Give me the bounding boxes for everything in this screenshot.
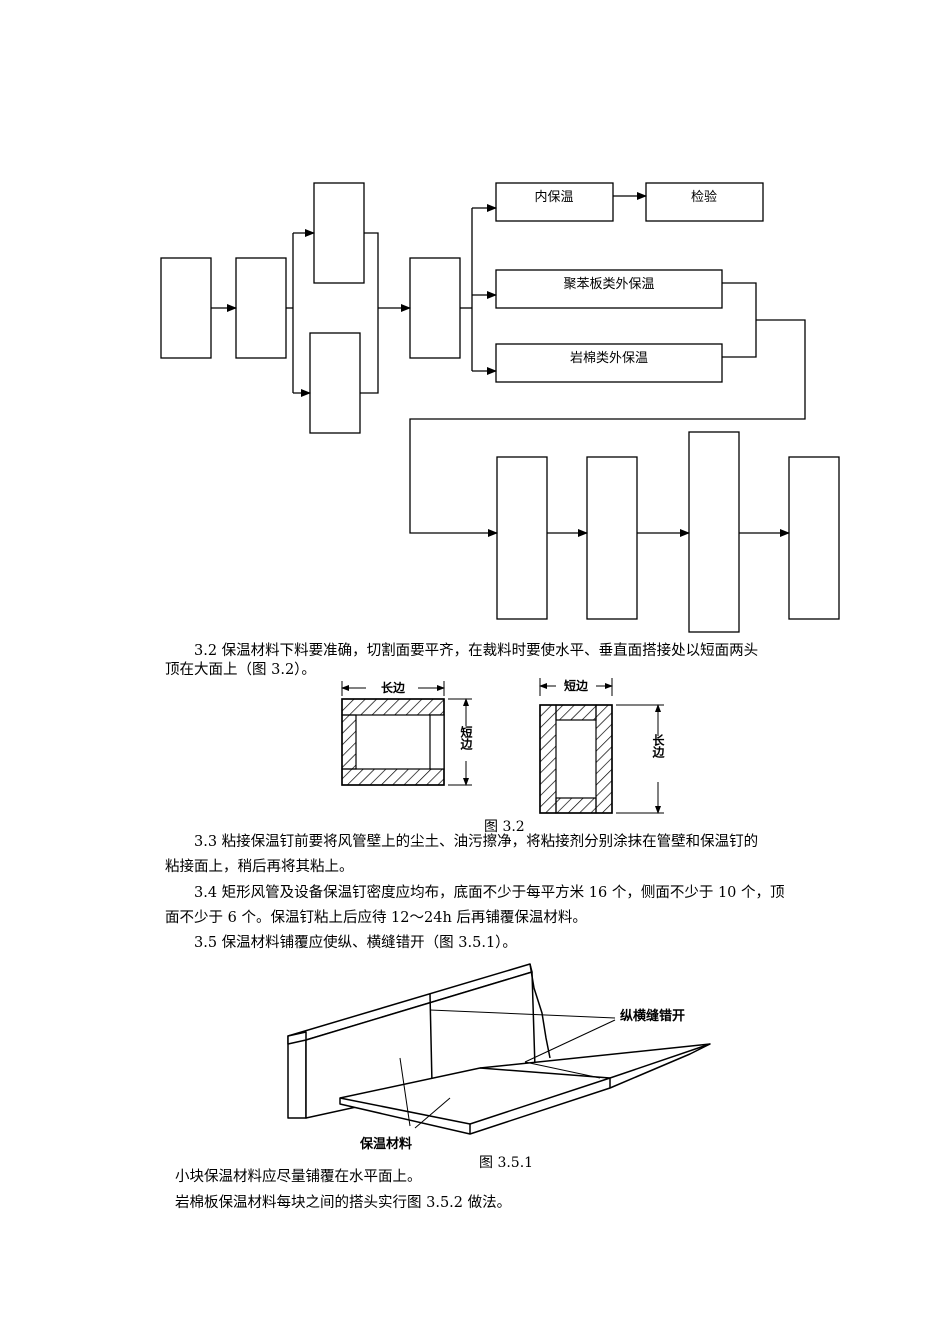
seam-offset-label: 纵横缝错开 [620,1008,685,1024]
paragraph-3-4-line2: 面不少于 6 个。保温钉粘上后应待 12～24h 后再铺覆保温材料。 [165,910,587,926]
process-flowchart: 内保温 检验 聚苯板类外保温 岩棉类外保温 [160,182,840,633]
flow-box-1 [160,257,212,359]
paragraph-3-2-line1: 3.2 保温材料下料要准确，切割面要平齐，在裁料时要使水平、垂直面搭接处以短面两… [194,643,759,659]
flow-box-inspection [645,182,764,222]
figure-3-2-caption: 图 3.2 [484,819,525,835]
flow-box-8 [788,456,840,620]
inner-insulation-label: 内保温 [534,189,573,205]
paragraph-3-5: 3.5 保温材料铺覆应使纵、横缝错开（图 3.5.1）。 [194,935,517,951]
flow-box-4 [409,257,461,359]
paragraph-3-2-line2: 顶在大面上（图 3.2）。 [165,662,316,678]
right-long-edge-label: 长边 [651,733,665,759]
left-short-edge-label: 短边 [459,725,473,751]
inspection-label: 检验 [691,189,717,205]
polystyrene-label: 聚苯板类外保温 [563,277,654,292]
flow-box-rockwool [495,343,723,383]
flow-box-6 [586,456,638,620]
insulation-material-label: 保温材料 [359,1136,412,1152]
flow-box-inner [495,182,614,222]
flow-box-polystyrene [495,269,723,309]
flow-box-5 [496,456,548,620]
left-duct-section: 长边 短边 [341,680,473,786]
right-duct-section: 短边 长边 [539,678,665,814]
paragraph-3-4-line1: 3.4 矩形风管及设备保温钉密度应均布，底面不少于每平方米 16 个，侧面不少于… [194,885,785,901]
paragraph-3-3-line2: 粘接面上，稍后再将其粘上。 [165,859,354,875]
paragraph-3-3-line1: 3.3 粘接保温钉前要将风管壁上的尘土、油污擦净，将粘接剂分别涂抹在管壁和保温钉… [194,834,759,850]
rockwool-joint-note: 岩棉板保温材料每块之间的搭头实行图 3.5.2 做法。 [175,1195,512,1211]
figure-3-2: 长边 短边 短边 长边 [341,678,665,814]
flow-box-2 [235,257,287,359]
right-short-edge-label: 短边 [564,678,589,693]
flow-box-7 [688,431,740,633]
figure-3-5-1: 纵横缝错开 保温材料 [287,963,711,1152]
left-long-edge-label: 长边 [381,680,406,695]
small-blocks-note: 小块保温材料应尽量铺覆在水平面上。 [175,1169,422,1185]
figure-3-5-1-caption: 图 3.5.1 [479,1155,534,1171]
rockwool-label: 岩棉类外保温 [570,351,648,366]
flow-box-3b [309,332,361,434]
flow-box-3a [313,182,365,284]
